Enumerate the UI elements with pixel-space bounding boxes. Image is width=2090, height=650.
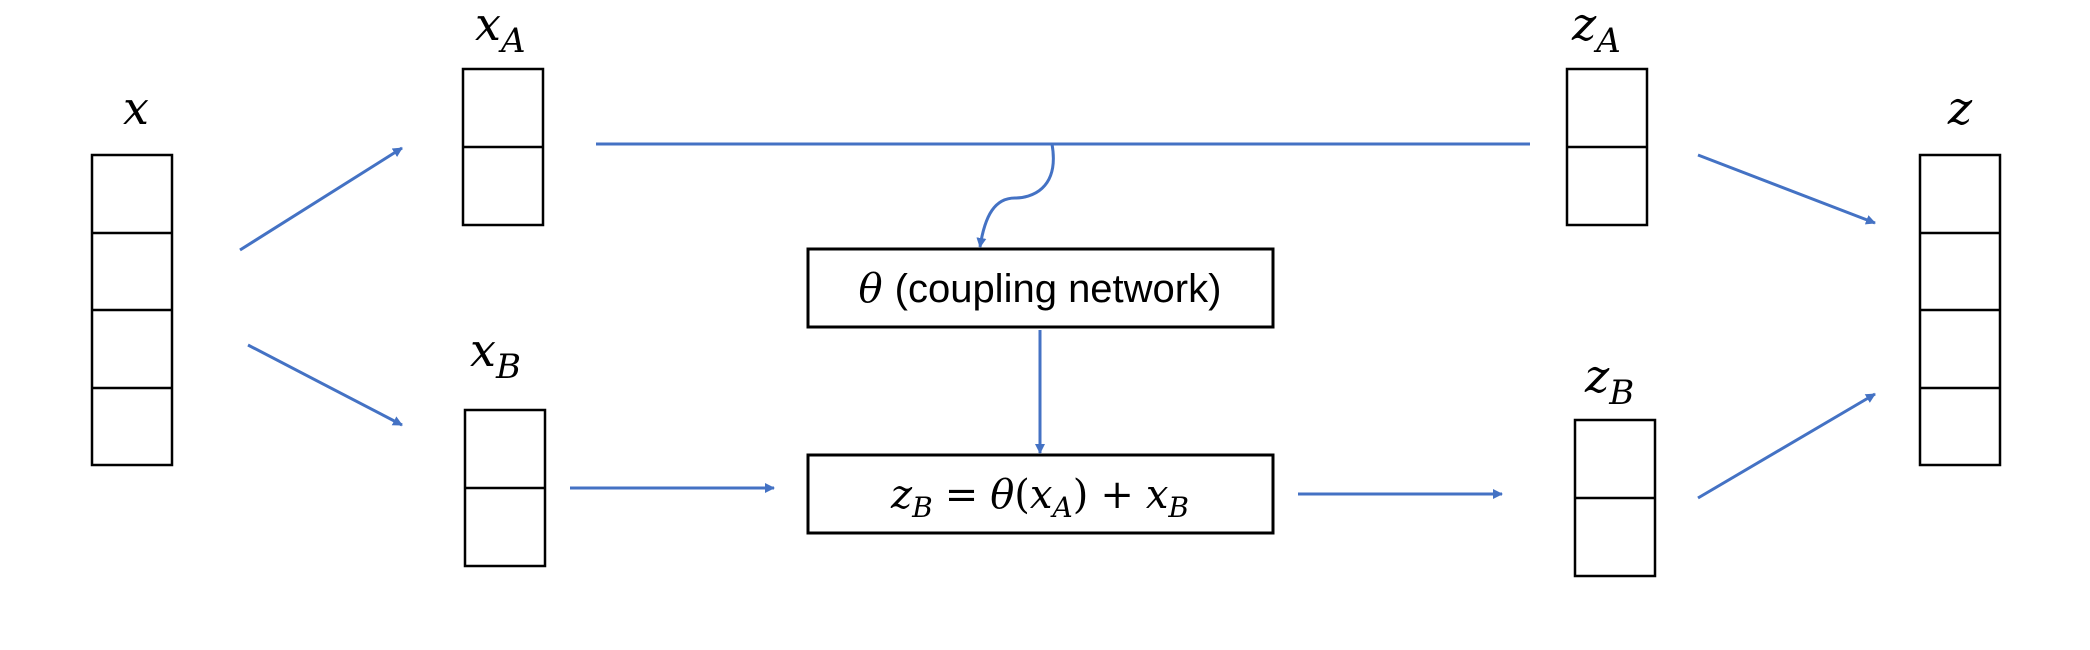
vector-z-label: z	[1947, 81, 1973, 135]
update-equation: zB=θ(xA)+xB	[890, 472, 1189, 524]
vector-z-b: zB	[1573, 349, 1657, 578]
vector-z: z	[1918, 81, 2002, 467]
vector-x-label: x	[123, 81, 149, 135]
vector-x-b-symbol: x	[470, 323, 496, 377]
coupling-network-label: θ (coupling network)	[859, 266, 1222, 312]
eq-open-paren: (	[1014, 472, 1030, 518]
eq-equals: =	[945, 472, 979, 518]
eq-rhs: x	[1146, 472, 1169, 518]
eq-lhs-sub: B	[911, 491, 933, 524]
coupling-theta: θ	[859, 266, 883, 312]
eq-close-paren: )	[1073, 472, 1089, 518]
vector-z-a-subscript: A	[1593, 21, 1621, 61]
vector-x-a: xA	[461, 0, 545, 227]
vector-x-symbol: x	[123, 81, 149, 135]
vector-x-b: xB	[463, 323, 547, 568]
vector-z-a-symbol: z	[1571, 0, 1597, 51]
arrow-x-to-x-a	[239, 146, 403, 252]
connectors	[239, 142, 1876, 500]
vector-z-symbol: z	[1947, 81, 1973, 135]
arrow-x-to-x-b	[247, 343, 403, 427]
vector-x: x	[90, 81, 174, 467]
vector-x-b-label: xB	[470, 323, 521, 387]
update-equation-box-outline	[806, 453, 1275, 535]
vector-x-a-label: xA	[475, 0, 526, 61]
vector-z-b-subscript: B	[1608, 373, 1634, 413]
update-equation-box: zB=θ(xA)+xB	[806, 453, 1275, 535]
vector-z-b-label: zB	[1584, 349, 1634, 413]
vector-z-a: zA	[1565, 0, 1649, 227]
vector-z-a-label: zA	[1571, 0, 1621, 61]
coupling-network-box: θ (coupling network)	[806, 247, 1275, 329]
eq-theta: θ	[990, 472, 1014, 518]
coupling-network-box-outline	[806, 247, 1275, 329]
eq-lhs: z	[890, 472, 913, 518]
coupling-network-text: (coupling network)	[895, 267, 1222, 311]
vector-x-a-subscript: A	[498, 21, 526, 61]
arrow-z-b-to-z	[1697, 392, 1876, 500]
eq-rhs-sub: B	[1167, 491, 1189, 524]
eq-arg: x	[1030, 472, 1053, 518]
vector-z-b-symbol: z	[1584, 349, 1610, 403]
arrow-x-a-to-coupling	[976, 143, 1055, 248]
arrow-z-a-to-z	[1697, 153, 1876, 225]
eq-plus: +	[1100, 472, 1134, 518]
vector-x-a-symbol: x	[475, 0, 501, 51]
eq-arg-sub: A	[1049, 491, 1072, 524]
vector-x-b-subscript: B	[495, 347, 521, 387]
